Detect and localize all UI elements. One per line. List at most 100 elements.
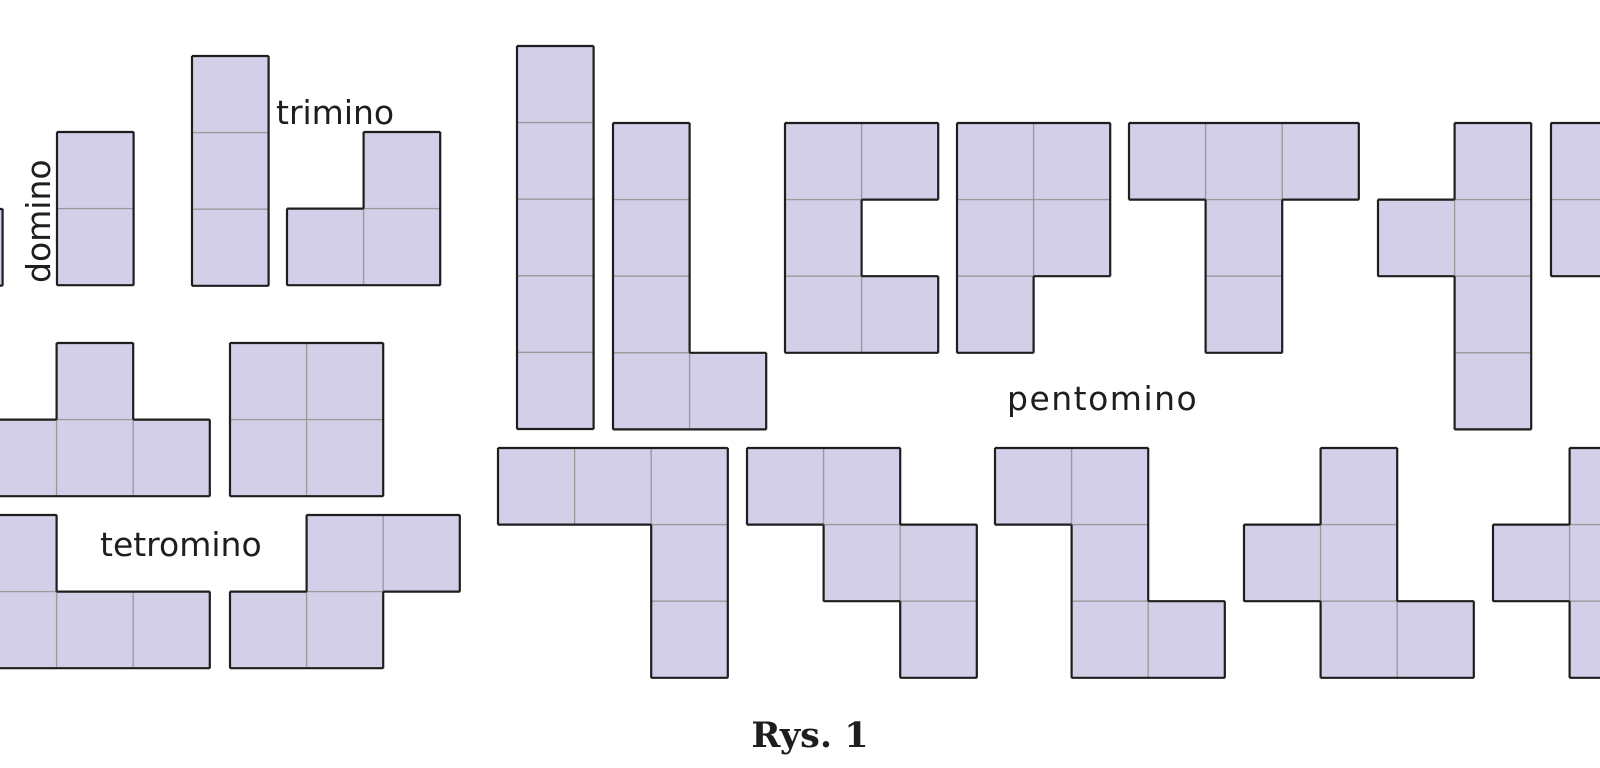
piece-cell [994, 447, 1073, 526]
piece-cell [1453, 275, 1532, 354]
piece-cell [362, 207, 441, 286]
piece-cell [956, 198, 1035, 277]
piece-outline [955, 121, 1112, 354]
piece-cell [612, 275, 691, 354]
piece-cell [688, 352, 767, 431]
tetromino-piece [0, 341, 211, 498]
piece-cell [1319, 523, 1398, 602]
piece-cell [612, 122, 691, 201]
piece-outline [1491, 446, 1600, 679]
polyomino-pieces [0, 44, 1600, 679]
trimino-piece [190, 54, 270, 287]
pentomino-piece [993, 446, 1226, 679]
pentomino-piece [1549, 121, 1600, 278]
piece-cell [860, 122, 939, 201]
piece-outline [745, 446, 978, 679]
piece-cell [860, 275, 939, 354]
pentomino-piece [783, 121, 940, 354]
piece-cell [1568, 600, 1600, 679]
piece-cell [305, 590, 384, 669]
piece-cell [305, 418, 384, 497]
piece-cell [305, 342, 384, 421]
piece-cell [573, 447, 652, 526]
piece-cell [382, 514, 461, 593]
tetromino-piece [228, 341, 385, 498]
piece-cell [191, 55, 270, 134]
trimino-piece [285, 130, 442, 287]
piece-cell [55, 590, 134, 669]
piece-cell [650, 600, 729, 679]
piece-cell [286, 207, 365, 286]
piece-outline [515, 44, 595, 431]
piece-cell [746, 447, 825, 526]
piece-cell [1453, 122, 1532, 201]
tetromino-piece [228, 513, 461, 670]
piece-cell [0, 590, 58, 669]
piece-cell [1319, 600, 1398, 679]
piece-cell [0, 514, 58, 593]
trimino-label: trimino [276, 93, 394, 132]
piece-cell [0, 418, 58, 497]
figure-caption: Rys. 1 [751, 715, 868, 756]
piece-cell [1204, 275, 1283, 354]
piece-outline [0, 513, 211, 670]
piece-cell [56, 207, 135, 286]
piece-outline [285, 130, 442, 287]
piece-cell [516, 351, 595, 430]
piece-outline [496, 446, 729, 679]
piece-cell [1281, 122, 1360, 201]
piece-cell [1396, 600, 1475, 679]
piece-cell [229, 418, 308, 497]
piece-cell [516, 198, 595, 277]
piece-outline [1376, 121, 1533, 431]
piece-outline [993, 446, 1226, 679]
piece-cell [1319, 447, 1398, 526]
piece-cell [55, 342, 134, 421]
piece-outline [55, 130, 135, 287]
piece-cell [899, 600, 978, 679]
piece-cell [305, 514, 384, 593]
piece-cell [1070, 600, 1149, 679]
piece-cell [229, 342, 308, 421]
piece-cell [497, 447, 576, 526]
tetromino-piece [0, 513, 211, 670]
piece-cell [612, 352, 691, 431]
piece-cell [1204, 198, 1283, 277]
pentomino-piece [1127, 121, 1360, 354]
piece-outline [1127, 121, 1360, 354]
piece-outline [228, 341, 385, 498]
domino-label: domino [19, 159, 58, 283]
piece-cell [650, 523, 729, 602]
piece-cell [1243, 523, 1322, 602]
piece-cell [55, 418, 134, 497]
piece-cell [1070, 447, 1149, 526]
piece-cell [1204, 122, 1283, 201]
piece-cell [516, 121, 595, 200]
piece-cell [612, 198, 691, 277]
piece-cell [516, 275, 595, 354]
piece-cell [650, 447, 729, 526]
piece-outline [0, 341, 211, 498]
piece-outline [1242, 446, 1475, 679]
domino-piece [55, 130, 135, 287]
piece-cell [1147, 600, 1226, 679]
piece-cell [1550, 122, 1600, 201]
piece-cell [1453, 198, 1532, 277]
piece-cell [362, 131, 441, 210]
piece-cell [784, 198, 863, 277]
piece-cell [899, 523, 978, 602]
pentomino-piece [1376, 121, 1533, 431]
piece-cell [132, 590, 211, 669]
piece-cell [132, 418, 211, 497]
piece-outline [1549, 121, 1600, 278]
pentomino-piece [1242, 446, 1475, 679]
piece-cell [191, 131, 270, 210]
piece-outline [611, 121, 768, 431]
piece-cell [516, 45, 595, 124]
piece-cell [1070, 523, 1149, 602]
piece-cell [822, 447, 901, 526]
piece-cell [1377, 198, 1456, 277]
piece-cell [784, 275, 863, 354]
piece-outline [783, 121, 940, 354]
